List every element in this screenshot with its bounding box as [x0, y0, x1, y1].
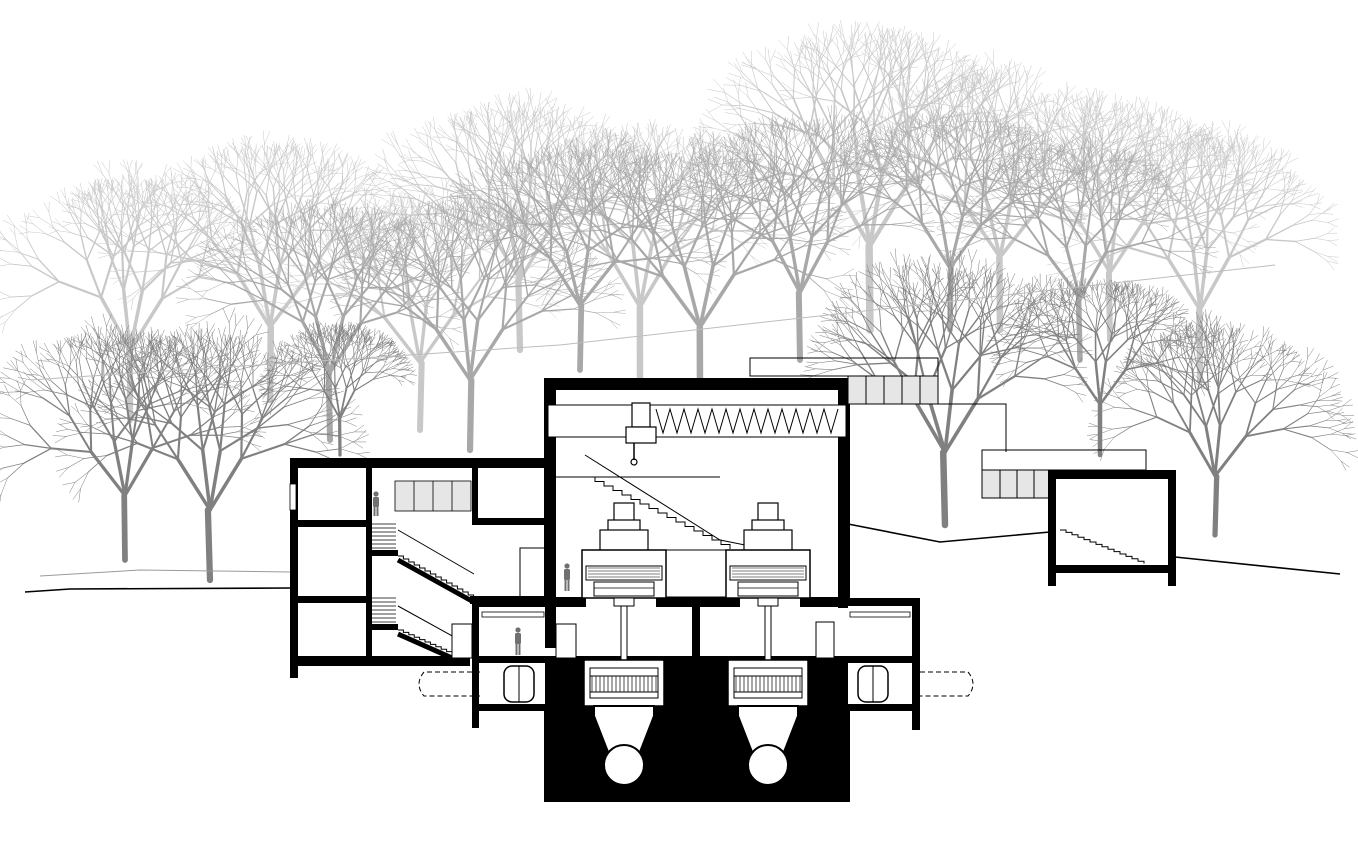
tree — [329, 193, 626, 454]
glazing — [394, 480, 472, 512]
tree — [986, 273, 1213, 458]
horizon-lines — [29, 264, 1276, 381]
tree — [934, 127, 1219, 363]
tree — [682, 19, 1050, 334]
turbine-generator-unit — [581, 502, 811, 707]
tree — [256, 321, 417, 457]
penstock-pipe — [593, 705, 799, 786]
right-pavilion — [1048, 470, 1176, 586]
tree — [530, 131, 857, 404]
human-figure — [373, 491, 570, 655]
right-connector — [749, 357, 1147, 521]
turbine-generator-unit-left — [581, 502, 667, 707]
tree — [1086, 309, 1358, 538]
tree — [652, 104, 936, 363]
inlet-gallery-left — [418, 600, 577, 728]
tree — [175, 196, 471, 443]
turbine-hall — [519, 378, 850, 802]
turbine-generator-unit-right — [725, 502, 811, 707]
inlet-gallery-right — [815, 598, 974, 730]
overhead-crane — [547, 402, 847, 466]
ground-line — [24, 523, 1341, 593]
